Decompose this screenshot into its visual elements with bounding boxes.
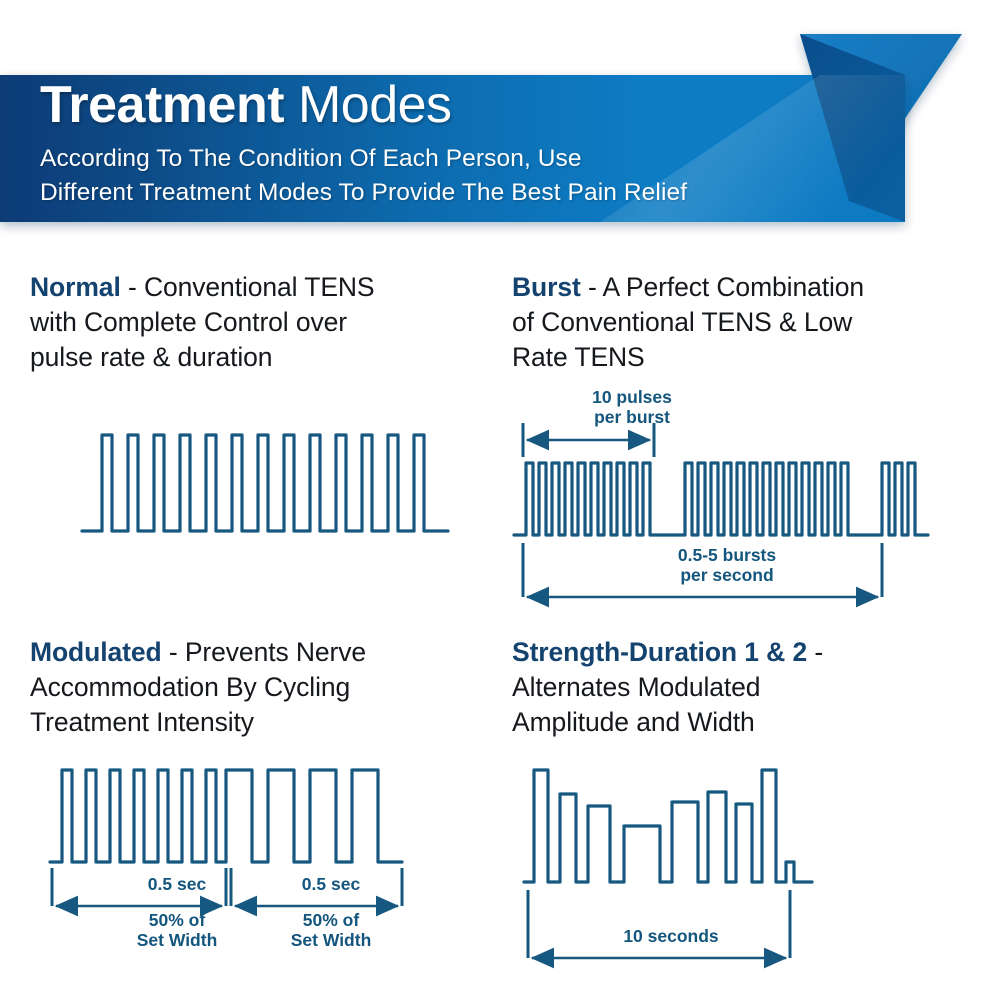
page-title-light: Modes [297, 76, 452, 134]
mode-strength-duration-desc-line-2: Alternates Modulated [512, 671, 761, 702]
page-title-bold: Treatment [40, 76, 285, 134]
strength-duration-waveform-area: 10 seconds [512, 758, 1000, 988]
burst-pulses-caption-line-2: per burst [594, 407, 670, 428]
modulated-left-width-line-2: Set Width [136, 930, 218, 951]
burst-waveform-area: 10 pulses per burst 0.5-5 bursts per sec… [512, 385, 1000, 615]
mode-strength-duration-separator: - [807, 637, 824, 667]
mode-modulated-desc-line-2: Accommodation By Cycling [30, 671, 351, 702]
mode-card-normal: Normal - Conventional TENS with Complete… [30, 270, 520, 543]
banner-ribbon-graphic [0, 34, 962, 222]
modulated-right-time-label: 0.5 sec [301, 873, 361, 894]
modulated-right-time-caption: 0.5 sec [256, 874, 406, 894]
strength-duration-time-caption: 10 seconds [556, 926, 786, 946]
mode-modulated-separator: - [161, 637, 185, 667]
banner-subtitle: According To The Condition Of Each Perso… [40, 142, 910, 210]
page-banner: Treatment Modes According To The Conditi… [0, 0, 1000, 250]
page-title: Treatment Modes [40, 78, 910, 132]
normal-waveform [80, 433, 450, 533]
mode-modulated-description: Modulated - Prevents Nerve Accommodation… [30, 635, 520, 740]
mode-normal-desc-line-2: with Complete Control over [30, 306, 348, 337]
mode-burst-desc-line-1: A Perfect Combination [602, 272, 865, 302]
banner-subtitle-line-2: Different Treatment Modes To Provide The… [40, 178, 688, 206]
burst-waveform [512, 422, 930, 608]
banner-subtitle-line-1: According To The Condition Of Each Perso… [40, 145, 582, 173]
mode-burst-desc-line-3: Rate TENS [512, 341, 645, 372]
burst-rate-caption: 0.5-5 bursts per second [617, 545, 837, 586]
modulated-waveform [48, 768, 404, 917]
treatment-modes-grid: Normal - Conventional TENS with Complete… [0, 250, 1000, 1000]
modulated-waveform-area: 0.5 sec 50% of Set Width 0.5 sec 50% of … [30, 758, 520, 988]
mode-strength-duration-title: Strength-Duration 1 & 2 [512, 637, 808, 667]
mode-burst-title: Burst [512, 272, 581, 302]
burst-rate-caption-line-2: per second [680, 565, 774, 586]
ribbon-gloss [600, 75, 905, 222]
mode-normal-description: Normal - Conventional TENS with Complete… [30, 270, 520, 375]
strength-duration-time-label: 10 seconds [623, 925, 719, 946]
mode-card-modulated: Modulated - Prevents Nerve Accommodation… [30, 635, 520, 988]
mode-modulated-desc-line-3: Treatment Intensity [30, 706, 254, 737]
burst-rate-caption-line-1: 0.5-5 bursts [677, 544, 777, 565]
mode-strength-duration-description: Strength-Duration 1 & 2 - Alternates Mod… [512, 635, 1000, 740]
modulated-right-width-line-2: Set Width [290, 930, 372, 951]
mode-normal-separator: - [120, 272, 144, 302]
mode-modulated-title: Modulated [30, 637, 162, 667]
mode-modulated-desc-line-1: Prevents Nerve [184, 637, 367, 667]
mode-strength-duration-desc-line-3: Amplitude and Width [512, 706, 755, 737]
mode-normal-desc-line-3: pulse rate & duration [30, 341, 273, 372]
mode-burst-description: Burst - A Perfect Combination of Convent… [512, 270, 1000, 375]
mode-normal-desc-line-1: Conventional TENS [143, 272, 375, 302]
normal-waveform-area [30, 423, 520, 543]
burst-pulses-caption-line-1: 10 pulses [592, 386, 672, 407]
mode-card-strength-duration: Strength-Duration 1 & 2 - Alternates Mod… [512, 635, 1000, 988]
mode-burst-separator: - [580, 272, 603, 302]
mode-card-burst: Burst - A Perfect Combination of Convent… [512, 270, 1000, 615]
burst-pulses-caption: 10 pulses per burst [552, 387, 712, 428]
modulated-left-time-caption: 0.5 sec [102, 874, 252, 894]
mode-burst-desc-line-2: of Conventional TENS & Low [512, 306, 853, 337]
modulated-left-time-label: 0.5 sec [147, 873, 207, 894]
mode-normal-title: Normal [30, 272, 121, 302]
banner-text-block: Treatment Modes According To The Conditi… [40, 78, 910, 210]
strength-duration-waveform [522, 768, 814, 969]
